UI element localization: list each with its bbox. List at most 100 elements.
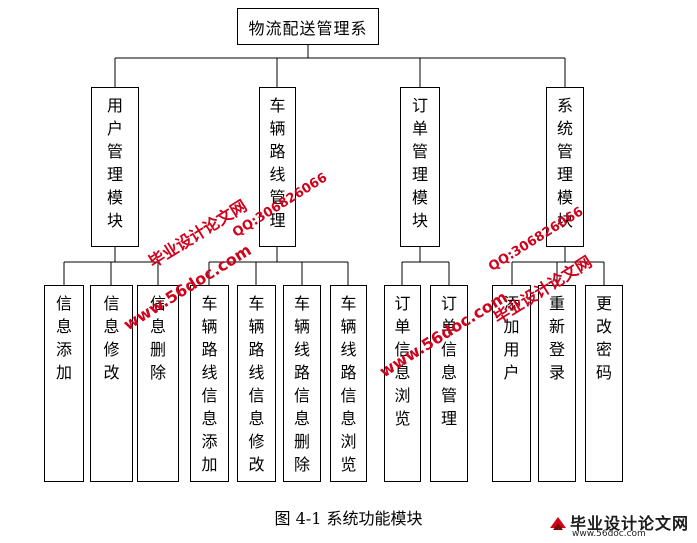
function-node-4-3: 更改密码 <box>585 285 623 482</box>
function-label-char: 加 <box>201 455 218 474</box>
function-label-char: 辆 <box>293 317 310 336</box>
function-label-char: 除 <box>149 363 166 382</box>
function-label-char: 除 <box>293 455 310 474</box>
function-label-char: 息 <box>248 409 265 428</box>
module-label-char: 理 <box>556 165 573 184</box>
module-label-char: 用 <box>106 96 123 115</box>
function-label-char: 辆 <box>201 317 218 336</box>
module-node-1: 用户管理模块 <box>91 87 139 247</box>
function-label-char: 览 <box>394 409 411 428</box>
module-label-char: 统 <box>556 119 573 138</box>
function-label-char: 录 <box>548 363 565 382</box>
function-label-char: 息 <box>55 317 72 336</box>
function-label-char: 加 <box>55 363 72 382</box>
module-label-char: 车 <box>269 96 286 115</box>
function-label-char: 路 <box>248 340 265 359</box>
function-label-char: 路 <box>293 363 310 382</box>
function-node-1-2: 信息修改 <box>90 285 133 482</box>
function-label-char: 理 <box>440 409 457 428</box>
function-label-char: 路 <box>340 363 357 382</box>
function-label-char: 密 <box>595 340 612 359</box>
function-label-char: 订 <box>440 294 457 313</box>
function-label-char: 单 <box>440 317 457 336</box>
function-label-char: 息 <box>149 317 166 336</box>
function-label-char: 信 <box>440 340 457 359</box>
module-label-char: 户 <box>106 119 123 138</box>
function-label-char: 添 <box>55 340 72 359</box>
function-label-char: 码 <box>595 363 612 382</box>
function-label-char: 车 <box>201 294 218 313</box>
function-label-char: 订 <box>394 294 411 313</box>
module-label-char: 管 <box>556 142 573 161</box>
function-label-char: 信 <box>201 386 218 405</box>
figure-caption: 图 4-1 系统功能模块 <box>274 509 423 528</box>
module-label-char: 块 <box>556 211 573 230</box>
module-node-4: 系统管理模块 <box>546 87 584 247</box>
module-label-char: 辆 <box>269 119 286 138</box>
function-label-char: 添 <box>201 432 218 451</box>
function-label-char: 删 <box>293 432 310 451</box>
function-label-char: 线 <box>201 363 218 382</box>
function-label-char: 线 <box>340 340 357 359</box>
module-label-char: 管 <box>269 188 286 207</box>
function-label-char: 登 <box>548 340 565 359</box>
function-label-char: 息 <box>394 363 411 382</box>
module-label-char: 理 <box>106 165 123 184</box>
function-label-char: 修 <box>103 340 120 359</box>
function-label-char: 改 <box>248 455 265 474</box>
module-label-char: 订 <box>411 96 428 115</box>
function-node-1-3: 信息删除 <box>137 285 179 482</box>
module-label-char: 模 <box>556 188 573 207</box>
module-node-2: 车辆路线管理 <box>259 87 296 247</box>
function-label-char: 息 <box>103 317 120 336</box>
function-label-char: 辆 <box>340 317 357 336</box>
function-label-char: 路 <box>201 340 218 359</box>
function-label-char: 息 <box>293 409 310 428</box>
root-label: 物流配送管理系 <box>248 18 368 38</box>
module-label-char: 模 <box>411 188 428 207</box>
function-label-char: 线 <box>248 363 265 382</box>
logo-mark-icon <box>550 517 566 530</box>
function-label-char: 信 <box>55 294 72 313</box>
module-label-char: 系 <box>556 96 573 115</box>
function-label-char: 信 <box>340 386 357 405</box>
logo-title: 毕业设计论文网 <box>570 514 690 533</box>
function-label-char: 信 <box>103 294 120 313</box>
function-label-char: 修 <box>248 432 265 451</box>
function-label-char: 线 <box>293 340 310 359</box>
function-node-4-1: 添加用户 <box>492 285 531 482</box>
function-label-char: 信 <box>293 386 310 405</box>
logo-url: www.56doc.com <box>572 529 646 539</box>
function-label-char: 浏 <box>394 386 411 405</box>
site-logo: 毕业设计论文网 www.56doc.com <box>548 510 693 540</box>
module-label-char: 块 <box>411 211 428 230</box>
function-label-char: 改 <box>103 363 120 382</box>
function-node-3-1: 订单信息浏览 <box>384 285 421 482</box>
function-label-char: 浏 <box>340 432 357 451</box>
function-label-char: 辆 <box>248 317 265 336</box>
function-label-char: 息 <box>340 409 357 428</box>
function-label-char: 改 <box>595 317 612 336</box>
function-label-char: 重 <box>548 294 565 313</box>
function-node-2-3: 车辆线路信息删除 <box>283 285 321 482</box>
function-node-4-2: 重新登录 <box>538 285 576 482</box>
function-label-char: 息 <box>440 363 457 382</box>
function-label-char: 更 <box>595 294 612 313</box>
module-label-char: 块 <box>106 211 123 230</box>
function-label-char: 信 <box>394 340 411 359</box>
function-label-char: 车 <box>293 294 310 313</box>
module-label-char: 理 <box>411 165 428 184</box>
function-label-char: 用 <box>503 340 520 359</box>
module-label-char: 管 <box>411 142 428 161</box>
module-label-char: 模 <box>106 188 123 207</box>
function-node-2-2: 车辆路线信息修改 <box>237 285 276 482</box>
module-label-char: 线 <box>269 165 286 184</box>
function-label-char: 信 <box>248 386 265 405</box>
function-label-char: 删 <box>149 340 166 359</box>
module-label-char: 管 <box>106 142 123 161</box>
function-label-char: 管 <box>440 386 457 405</box>
function-label-char: 息 <box>201 409 218 428</box>
module-label-char: 理 <box>269 211 286 230</box>
